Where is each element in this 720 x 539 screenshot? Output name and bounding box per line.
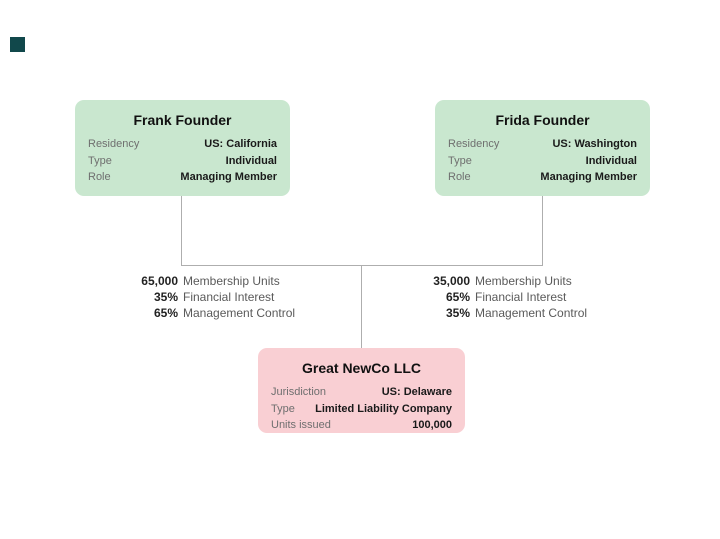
- node-title: Frank Founder: [133, 112, 232, 128]
- stat-row-financial: 35% Financial Interest: [128, 290, 328, 306]
- connector-frank-vertical: [181, 196, 182, 265]
- node-title: Frida Founder: [495, 112, 590, 128]
- stat-row-financial: 65% Financial Interest: [420, 290, 620, 306]
- stat-row-management: 65% Management Control: [128, 306, 328, 322]
- node-row-residency: Residency US: Washington: [448, 136, 637, 153]
- corner-artifact: [10, 37, 25, 52]
- stat-value: 65%: [153, 305, 178, 320]
- node-great-newco-llc: Great NewCo LLC Jurisdiction US: Delawar…: [258, 348, 465, 433]
- stat-row-units: 65,000 Membership Units: [128, 274, 328, 290]
- stat-label: Management Control: [183, 305, 296, 320]
- row-label: Type: [448, 154, 472, 167]
- stat-value: 35%: [445, 305, 470, 320]
- stat-label: Membership Units: [183, 274, 280, 288]
- stat-label: Financial Interest: [475, 289, 567, 304]
- row-label: Residency: [448, 138, 500, 150]
- row-label: Role: [448, 171, 471, 183]
- ownership-stats-frida: 35,000 Membership Units 65% Financial In…: [420, 274, 620, 321]
- stat-label: Membership Units: [475, 274, 572, 288]
- connector-horizontal: [181, 265, 543, 266]
- row-value: Limited Liability Company: [315, 402, 452, 415]
- row-label: Type: [88, 154, 112, 167]
- stat-value: 65,000: [141, 274, 178, 288]
- stat-value: 35,000: [433, 274, 470, 288]
- stat-row-management: 35% Management Control: [420, 306, 620, 322]
- node-row-type: Type Individual: [88, 153, 277, 170]
- row-value: 100,000: [412, 419, 452, 431]
- row-label: Role: [88, 171, 111, 183]
- node-row-type: Type Individual: [448, 153, 637, 170]
- connector-frida-vertical: [542, 196, 543, 265]
- connector-company-vertical: [361, 265, 362, 348]
- ownership-stats-frank: 65,000 Membership Units 35% Financial In…: [128, 274, 328, 321]
- stat-row-units: 35,000 Membership Units: [420, 274, 620, 290]
- node-frida-founder: Frida Founder Residency US: Washington T…: [435, 100, 650, 196]
- stat-value: 65%: [445, 289, 470, 304]
- node-row-units-issued: Units issued 100,000: [271, 417, 452, 434]
- row-value: US: Washington: [552, 138, 637, 150]
- node-row-type: Type Limited Liability Company: [271, 401, 452, 418]
- row-label: Residency: [88, 138, 140, 150]
- node-row-role: Role Managing Member: [88, 169, 277, 186]
- stat-label: Financial Interest: [183, 289, 275, 304]
- row-value: US: Delaware: [381, 386, 452, 398]
- row-label: Type: [271, 402, 295, 415]
- node-row-role: Role Managing Member: [448, 169, 637, 186]
- stat-value: 35%: [153, 289, 178, 304]
- row-value: Managing Member: [540, 171, 637, 183]
- row-value: US: California: [204, 138, 277, 150]
- row-label: Jurisdiction: [271, 386, 327, 398]
- node-row-residency: Residency US: California: [88, 136, 277, 153]
- stat-label: Management Control: [475, 305, 588, 320]
- node-title: Great NewCo LLC: [301, 360, 421, 376]
- row-value: Individual: [585, 154, 637, 167]
- row-value: Individual: [225, 154, 277, 167]
- node-row-jurisdiction: Jurisdiction US: Delaware: [271, 384, 452, 401]
- row-label: Units issued: [271, 419, 331, 431]
- node-frank-founder: Frank Founder Residency US: California T…: [75, 100, 290, 196]
- row-value: Managing Member: [180, 171, 277, 183]
